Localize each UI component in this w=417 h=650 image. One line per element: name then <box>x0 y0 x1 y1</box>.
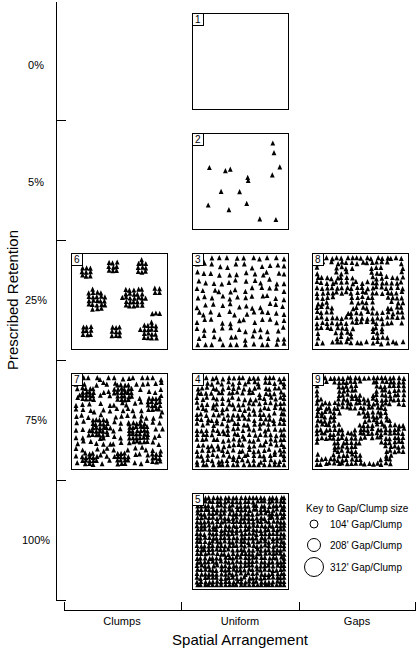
legend-text: 312' Gap/Clump <box>330 562 402 573</box>
tick <box>64 602 65 611</box>
callout-number: 8 <box>313 254 324 266</box>
callout-number: 5 <box>193 494 204 506</box>
tick <box>299 602 300 611</box>
tree-pattern <box>193 134 288 229</box>
legend-circle <box>302 533 326 557</box>
stand-panel: 4 <box>192 373 289 470</box>
callout-number: 3 <box>193 254 204 266</box>
axis-title: Spatial Arrangement <box>172 632 308 649</box>
tick <box>56 360 66 361</box>
tree-pattern <box>313 374 408 469</box>
callout-number: 6 <box>72 254 83 266</box>
tick-label: 75% <box>25 414 47 426</box>
tick <box>56 600 66 601</box>
tick <box>415 602 416 611</box>
stand-panel: 7 <box>71 373 168 470</box>
tick-label: 5% <box>28 176 44 188</box>
y-axis <box>56 2 57 600</box>
stand-panel: 3 <box>192 253 289 350</box>
tree-symbols <box>195 375 287 467</box>
tree-pattern <box>193 254 288 349</box>
legend-title: Key to Gap/Clump size <box>306 503 408 514</box>
tick <box>181 602 182 611</box>
tree-symbols <box>315 255 406 346</box>
tree-symbols <box>315 375 407 467</box>
tree-pattern <box>72 254 167 349</box>
callout-number: 4 <box>193 374 204 386</box>
axis-title: Prescribed Retention <box>5 230 22 370</box>
stand-panel: 6 <box>71 253 168 350</box>
legend-text: 208' Gap/Clump <box>330 540 402 551</box>
tick-label: 25% <box>25 294 47 306</box>
legend-text: 104' Gap/Clump <box>330 519 402 530</box>
tree-symbols <box>195 255 287 347</box>
tree-pattern <box>193 494 288 589</box>
tick <box>56 480 66 481</box>
category-label: Clumps <box>103 615 140 627</box>
callout-number: 7 <box>72 374 83 386</box>
tree-pattern <box>193 374 288 469</box>
tick <box>56 240 66 241</box>
tick <box>56 120 66 121</box>
callout-number: 1 <box>193 14 204 26</box>
tick-label: 0% <box>28 59 44 71</box>
tree-symbols <box>74 375 165 467</box>
legend-circle <box>302 512 326 536</box>
tree-pattern <box>313 254 408 349</box>
tree-symbols <box>206 140 282 222</box>
category-label: Gaps <box>344 615 370 627</box>
tree-pattern <box>72 374 167 469</box>
category-label: Uniform <box>221 615 260 627</box>
tree-symbols <box>80 257 163 341</box>
stand-panel: 9 <box>312 373 409 470</box>
stand-panel: 2 <box>192 133 289 230</box>
stand-panel: 1 <box>192 13 289 110</box>
legend-circle <box>302 555 326 579</box>
tick-label: 100% <box>22 534 50 546</box>
callout-number: 9 <box>313 374 324 386</box>
tree-symbols <box>195 495 287 587</box>
stand-panel: 5 <box>192 493 289 590</box>
x-axis <box>64 610 416 611</box>
stand-panel: 8 <box>312 253 409 350</box>
tree-pattern <box>193 14 288 109</box>
callout-number: 2 <box>193 134 204 146</box>
